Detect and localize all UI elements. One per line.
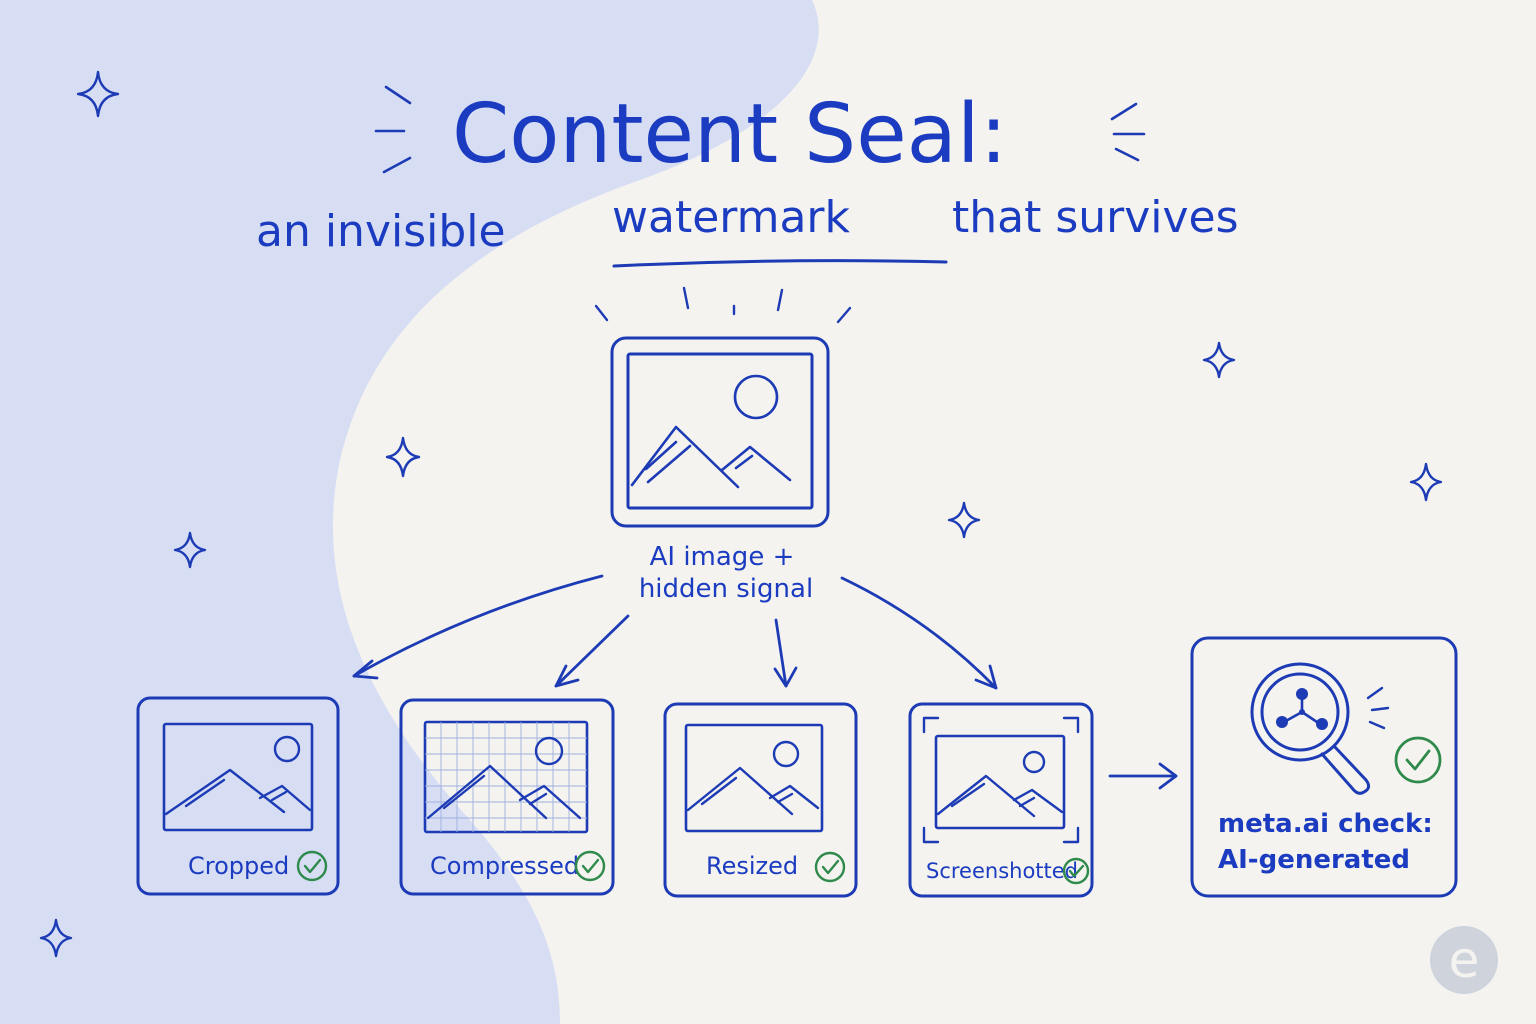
landscape-icon: [686, 740, 820, 816]
arrow-to-cropped: [352, 574, 604, 678]
sparkle-icon: [1409, 462, 1443, 502]
landscape-icon: [936, 750, 1064, 818]
variant-label: Resized: [706, 852, 798, 880]
check-icon: [574, 850, 606, 882]
variant-card-screenshotted: Screenshotted: [908, 702, 1094, 898]
sparkle-icons: [39, 70, 1443, 958]
brand-logo: e: [1430, 926, 1498, 994]
background-blob: [0, 0, 819, 1024]
branch-arrows: [352, 574, 1178, 790]
variant-label: Compressed: [430, 852, 579, 880]
landscape-icon: [630, 374, 792, 489]
sparkle-icon: [947, 501, 981, 539]
landscape-icon: [426, 736, 582, 820]
sparkle-icon: [76, 70, 120, 118]
title-accent-marks: [374, 85, 1146, 174]
variant-card-resized: Resized: [663, 702, 858, 898]
check-icon: [814, 851, 846, 883]
pixel-grid: [425, 722, 587, 832]
source-image-card: AI image + hidden signal: [594, 286, 852, 604]
network-icon: [1276, 688, 1328, 730]
signal-marks: [1366, 686, 1390, 730]
subtitle-highlight: watermark: [612, 192, 851, 243]
subtitle-part1: an invisible: [256, 206, 506, 257]
arrow-to-screenshotted: [840, 576, 998, 690]
variant-label: Screenshotted: [926, 859, 1078, 883]
detector-card: meta.ai check: AI-generated: [1190, 636, 1458, 898]
page-title: Content Seal:: [452, 87, 1007, 182]
check-icon: [1394, 736, 1442, 784]
capture-corners: [922, 716, 1080, 844]
subtitle-part2: that survives: [952, 192, 1239, 243]
arrow-to-resized: [774, 618, 788, 688]
check-icon: [1062, 857, 1090, 885]
source-label-line2: hidden signal: [639, 574, 813, 604]
variant-label: Cropped: [188, 852, 289, 880]
detector-label-line2: AI-generated: [1218, 845, 1410, 875]
glow-rays: [594, 286, 852, 324]
sparkle-icon: [1202, 341, 1236, 379]
source-label-line1: AI image +: [650, 542, 795, 572]
highlight-underline: [612, 259, 948, 268]
sparkle-icon: [39, 918, 73, 958]
sparkle-icon: [385, 436, 421, 478]
logo-letter: e: [1449, 931, 1480, 989]
detector-label-line1: meta.ai check:: [1218, 809, 1433, 839]
variant-card-cropped: Cropped: [136, 696, 340, 896]
arrow-to-compressed: [554, 614, 630, 688]
check-icon: [296, 850, 328, 882]
landscape-icon: [164, 735, 312, 816]
variant-card-compressed: Compressed: [399, 698, 615, 896]
sparkle-icon: [173, 531, 207, 569]
magnifier-icon: [1250, 662, 1371, 795]
